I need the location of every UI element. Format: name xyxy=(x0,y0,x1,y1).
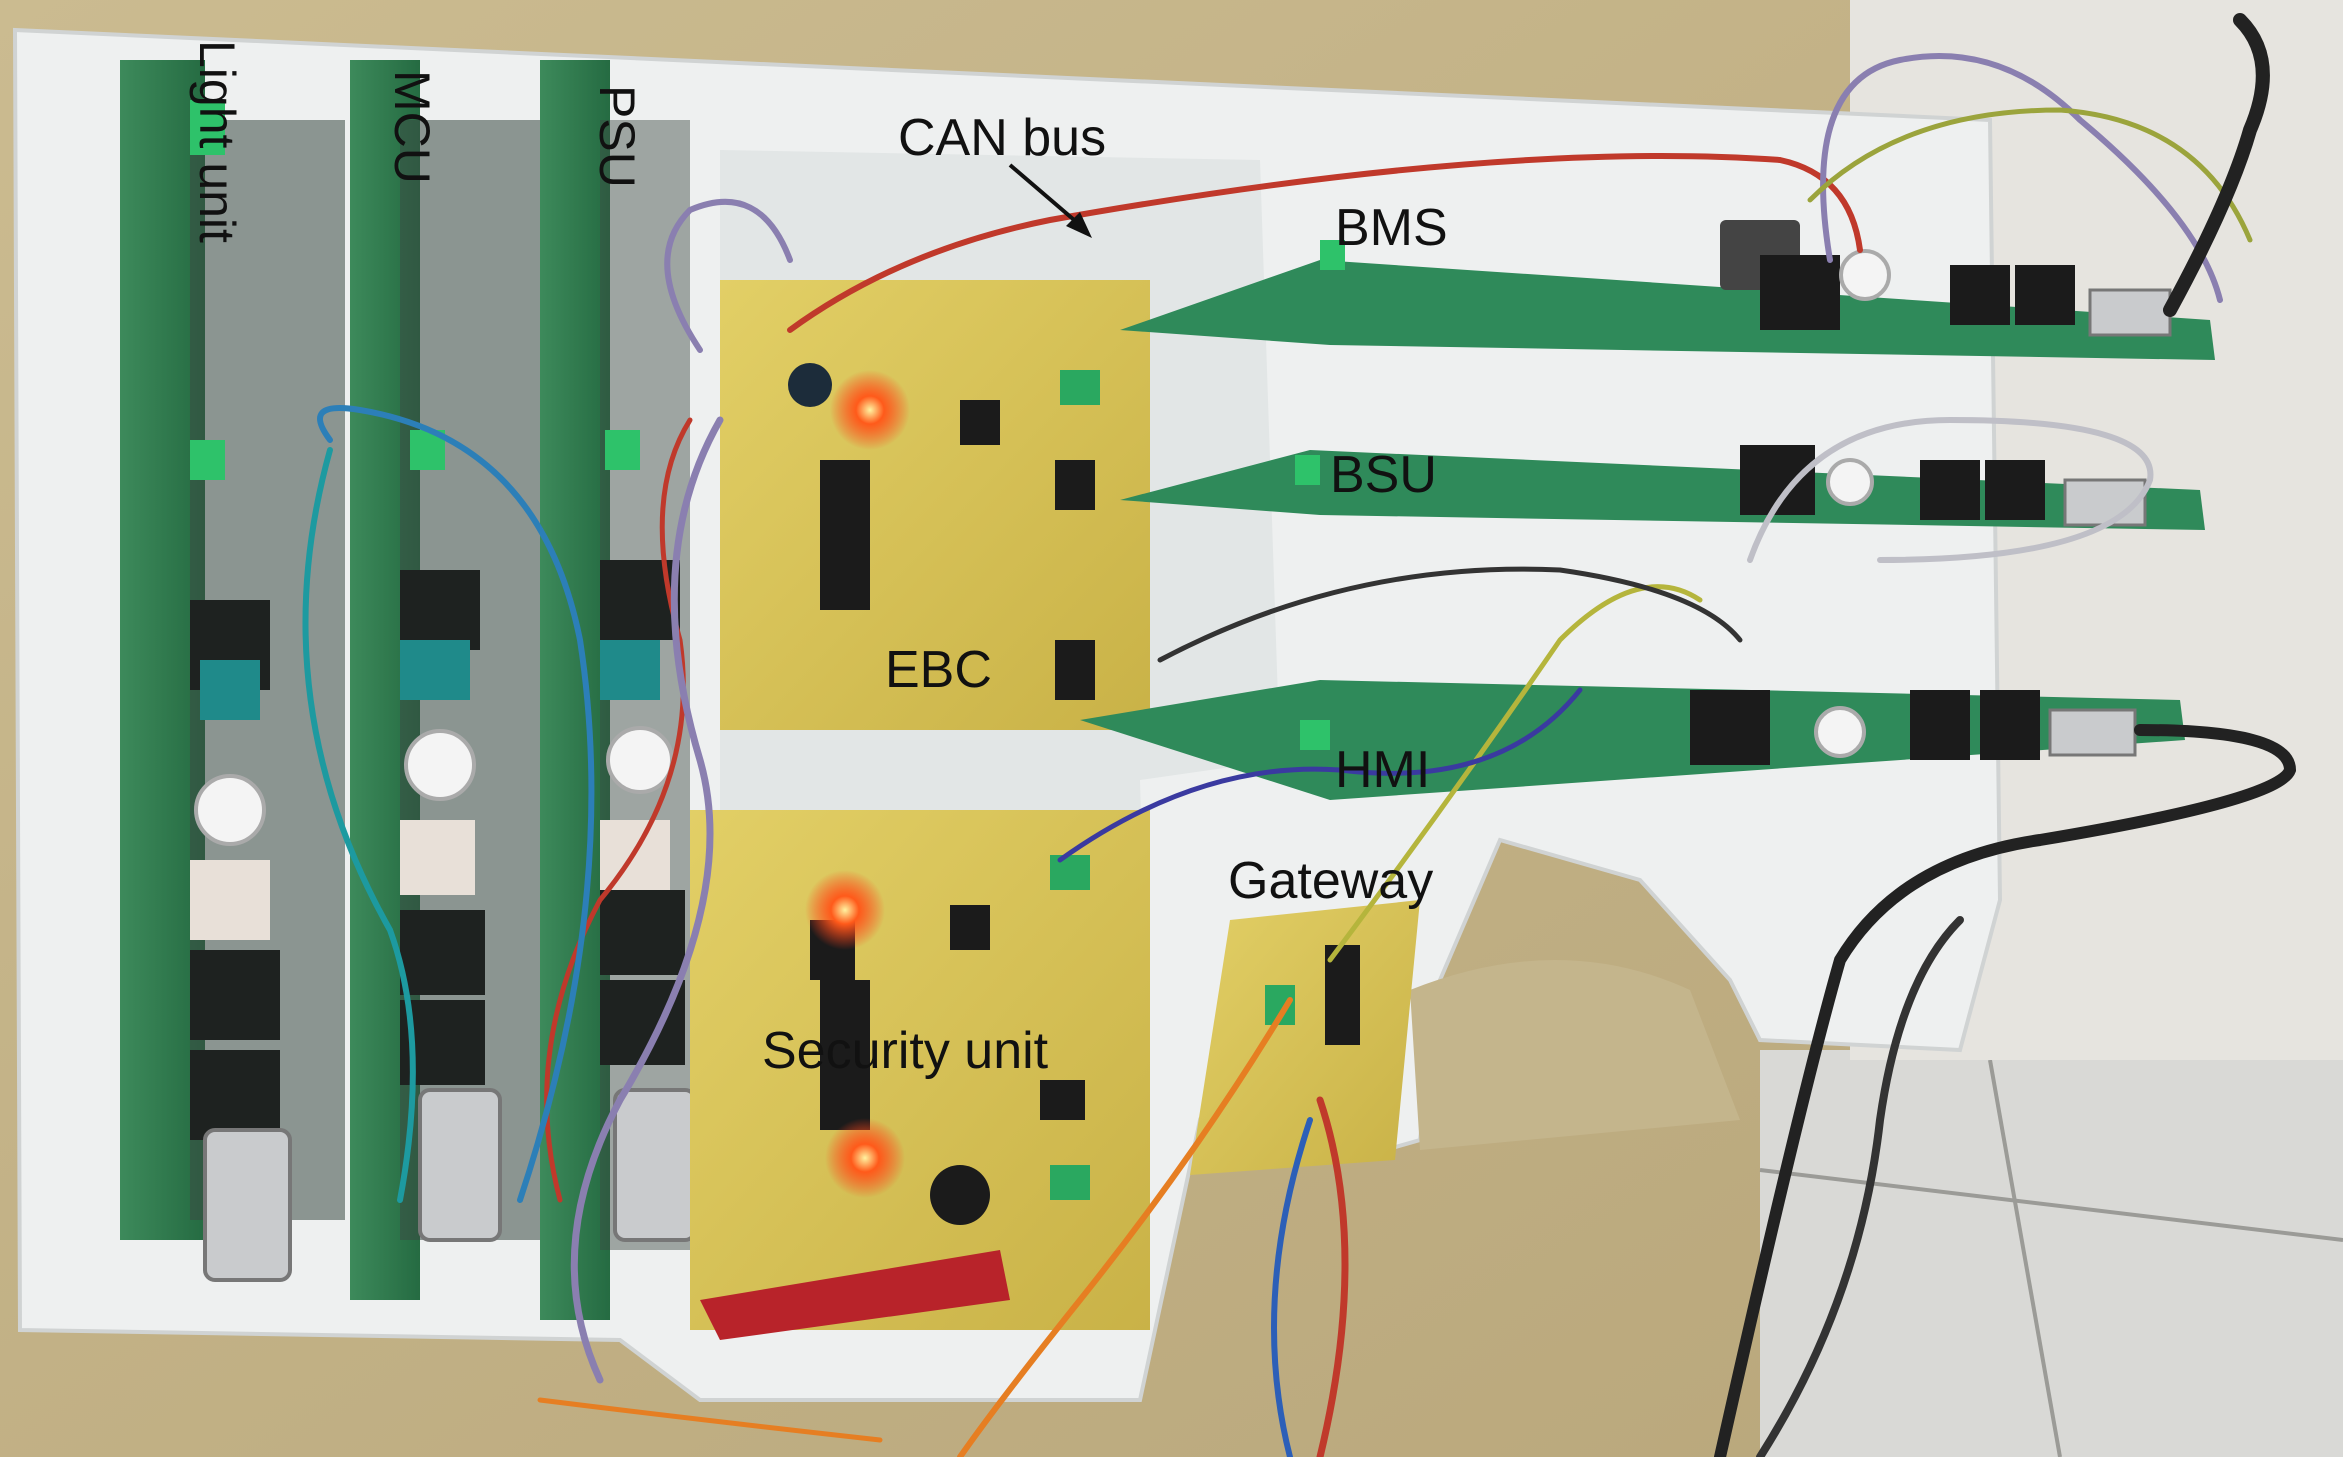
cables xyxy=(302,13,2297,1457)
label-hmi: HMI xyxy=(1335,741,1430,799)
left-board-connectors xyxy=(190,100,697,1282)
label-bms: BMS xyxy=(1335,199,1448,257)
can-bus-arrow xyxy=(1008,163,1092,238)
security-unit-board xyxy=(690,810,1150,1330)
psu-board xyxy=(540,60,610,1320)
bms-board xyxy=(1120,260,2215,360)
foam-cutout xyxy=(1410,960,1740,1150)
label-bsu: BSU xyxy=(1330,446,1437,504)
label-psu: PSU xyxy=(589,85,645,188)
red-panel xyxy=(700,1250,1010,1340)
yellow-board-components xyxy=(788,363,1360,1225)
label-ebc: EBC xyxy=(885,641,992,699)
gateway-board xyxy=(1190,900,1420,1175)
label-light-unit: Light unit xyxy=(189,40,245,243)
label-can-bus: CAN bus xyxy=(898,109,1106,167)
tile-seam xyxy=(1759,1168,2343,1242)
label-security-unit: Security unit xyxy=(762,1022,1049,1080)
label-mcu: MCU xyxy=(384,70,440,184)
grey-tile-floor xyxy=(1760,1050,2343,1457)
label-gateway: Gateway xyxy=(1228,852,1433,910)
tile-seam xyxy=(1988,1059,2062,1457)
right-board-connectors xyxy=(1295,220,2172,765)
